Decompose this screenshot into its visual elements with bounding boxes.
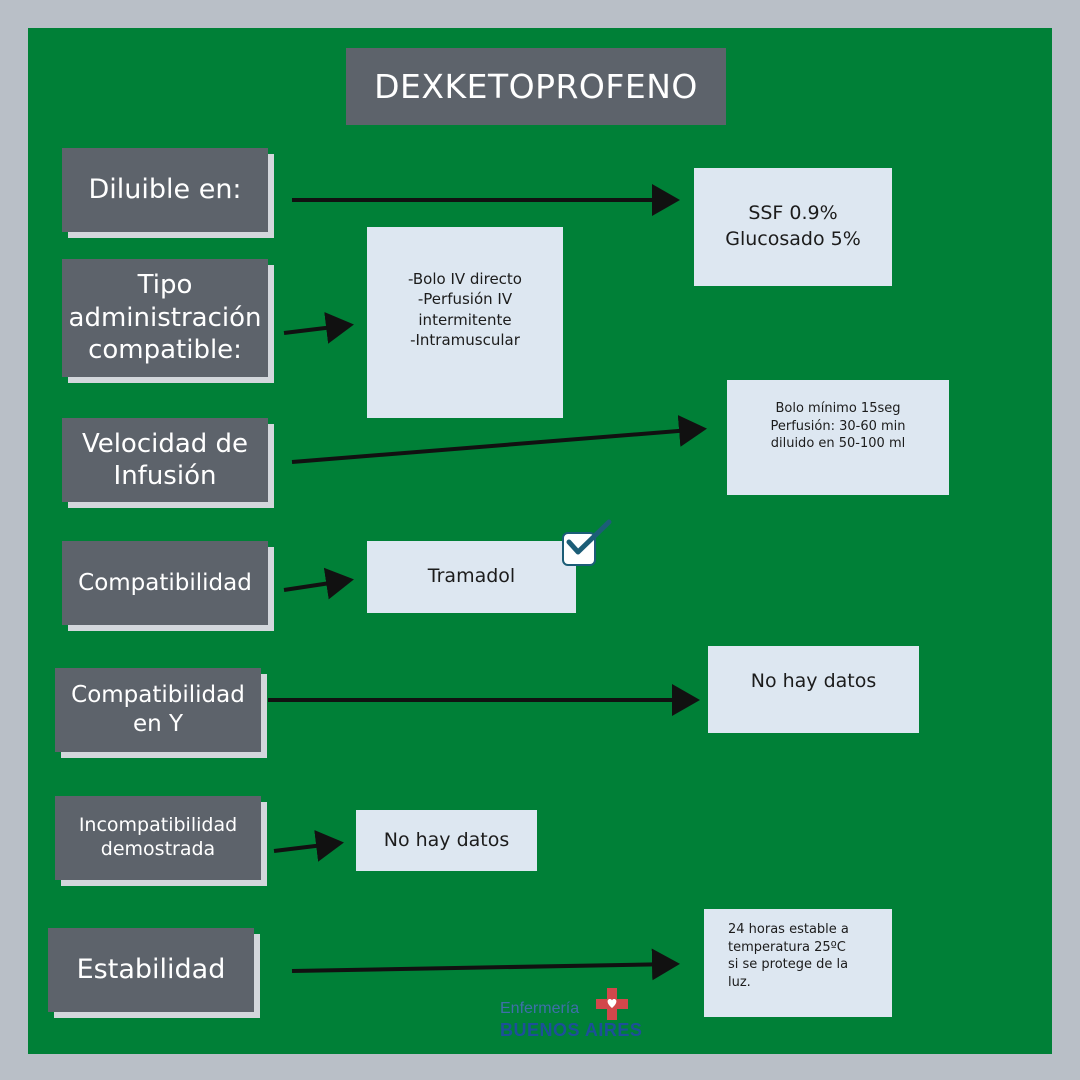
value-estabilidad: 24 horas estable a temperatura 25ºC si s… bbox=[704, 909, 892, 1017]
enfermeria-logo: Enfermería BUENOS AIRES bbox=[500, 988, 660, 1044]
label-tipo-administracion: Tipo administración compatible: bbox=[62, 259, 268, 377]
arrow-velocidad-infusion bbox=[291, 414, 707, 464]
value-compatibilidad-en-y: No hay datos bbox=[708, 646, 919, 733]
red-cross-heart-icon bbox=[596, 988, 628, 1020]
logo-line1: Enfermería bbox=[500, 1000, 580, 1017]
value-tipo-administracion: -Bolo IV directo -Perfusión IV intermite… bbox=[367, 227, 563, 418]
arrow-estabilidad bbox=[291, 948, 680, 981]
label-diluible: Diluible en: bbox=[62, 148, 268, 232]
value-incompatibilidad: No hay datos bbox=[356, 810, 537, 871]
value-compatibilidad: Tramadol bbox=[367, 541, 576, 613]
label-compatibilidad-en-y: Compatibilidad en Y bbox=[55, 668, 261, 752]
page-title: DEXKETOPROFENO bbox=[346, 48, 726, 125]
arrow-tipo-administracion bbox=[283, 312, 354, 344]
value-velocidad-infusion: Bolo mínimo 15seg Perfusión: 30-60 min d… bbox=[727, 380, 949, 495]
checkmark-icon bbox=[562, 519, 612, 566]
label-velocidad-infusion: Velocidad de Infusión bbox=[62, 418, 268, 502]
arrow-incompatibilidad bbox=[273, 830, 344, 862]
label-compatibilidad: Compatibilidad bbox=[62, 541, 268, 625]
label-estabilidad: Estabilidad bbox=[48, 928, 254, 1012]
value-diluible: SSF 0.9% Glucosado 5% bbox=[694, 168, 892, 286]
arrow-compatibilidad bbox=[283, 567, 354, 600]
logo-line2: BUENOS AIRES bbox=[500, 1020, 643, 1040]
label-incompatibilidad: Incompatibilidad demostrada bbox=[55, 796, 261, 880]
